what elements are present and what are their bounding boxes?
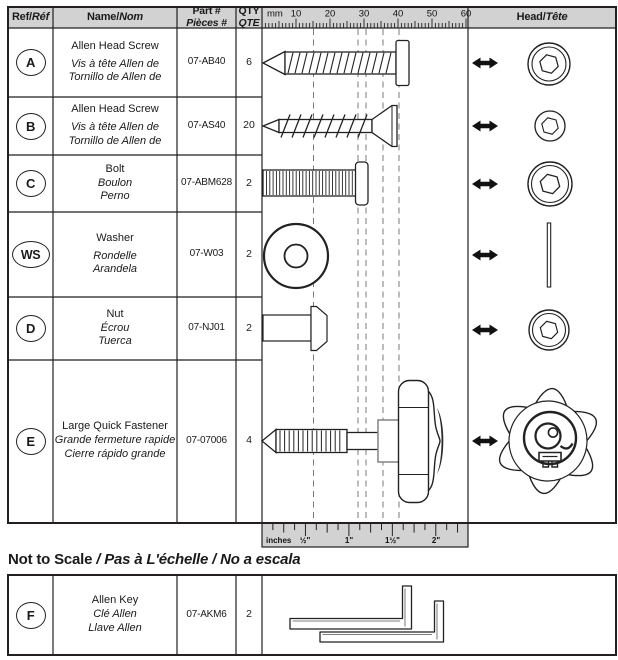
allen-socket-nut-icon (528, 309, 570, 351)
header-head: Head/Tête (516, 10, 568, 23)
allen-socket-button-head-icon (527, 161, 573, 207)
svg-text:20: 20 (325, 9, 336, 20)
row-a-part: 07-AB40 (187, 56, 226, 68)
allen-keys-drawing (289, 585, 445, 643)
inch-ruler: inches ½" 1" 1½" 2" (266, 523, 459, 545)
ref-badge-c: C (15, 170, 46, 197)
header-qty: QTY QTE (238, 5, 260, 29)
washer-ws-drawing (262, 222, 330, 290)
mm-unit-label: mm (267, 9, 283, 20)
header-band (8, 7, 616, 28)
washer-edge-view-icon (546, 222, 552, 288)
svg-text:½": ½" (300, 536, 311, 545)
mm-ruler: mm 10 20 30 40 50 60 (264, 9, 472, 28)
row-e-name: Large Quick Fastener Grande fermeture ra… (54, 420, 176, 460)
ref-badge-b: B (15, 112, 46, 140)
ref-badge-d: D (15, 315, 46, 342)
ref-badge-ws: WS (11, 241, 50, 268)
row-c-name: Bolt Boulon Perno (97, 162, 133, 203)
row-b-part: 07-AS40 (187, 119, 226, 131)
ref-badge-a: A (15, 49, 46, 76)
svg-text:50: 50 (427, 9, 438, 20)
size-arrows (472, 57, 498, 447)
row-ws-qty: 2 (246, 247, 252, 260)
row-ws-name: Washer Rondelle Arandela (92, 231, 138, 276)
svg-text:60: 60 (461, 9, 472, 20)
row-d-name: Nut Écrou Tuerca (98, 307, 132, 348)
not-to-scale-heading: Not to Scale / Pas à L'échelle / No a es… (8, 551, 301, 568)
svg-text:40: 40 (393, 9, 404, 20)
ref-badge-e: E (15, 427, 46, 455)
svg-text:10: 10 (291, 9, 302, 20)
svg-text:30: 30 (359, 9, 370, 20)
row-e-qty: 4 (246, 434, 252, 447)
table-grid (7, 6, 617, 656)
header-part: Part # Pièces # (186, 5, 227, 29)
large-quick-fastener-e-drawing (260, 379, 444, 504)
bolt-c-drawing (262, 161, 369, 206)
allen-socket-flat-head-icon (534, 110, 566, 142)
allen-head-screw-b-drawing (261, 104, 398, 148)
svg-text:2": 2" (432, 536, 440, 545)
ref-badge-f: F (15, 601, 46, 629)
row-e-part: 07-07006 (186, 434, 227, 446)
row-a-name: Allen Head Screw Vis à tête Allen de Tor… (68, 39, 162, 84)
inch-unit-label: inches (266, 536, 292, 545)
row-ws-part: 07-W03 (189, 248, 224, 260)
row-c-part: 07-ABM628 (180, 177, 232, 189)
row-f-part: 07-AKM6 (186, 608, 227, 620)
row-b-qty: 20 (243, 119, 255, 132)
row-f-name: Allen Key Clé Allen Llave Allen (88, 594, 142, 634)
star-knob-face-icon (499, 387, 597, 495)
svg-text:1½": 1½" (385, 536, 400, 545)
allen-socket-round-head-icon (527, 42, 571, 86)
row-a-qty: 6 (246, 55, 252, 68)
allen-head-screw-a-drawing (261, 39, 410, 87)
row-f-qty: 2 (246, 608, 252, 621)
row-c-qty: 2 (246, 176, 252, 189)
svg-text:1": 1" (345, 536, 353, 545)
row-b-name: Allen Head Screw Vis à tête Allen de Tor… (68, 103, 162, 147)
row-d-qty: 2 (246, 321, 252, 334)
row-d-part: 07-NJ01 (188, 322, 225, 334)
header-ref: Ref/Réf (11, 10, 50, 23)
nut-d-drawing (262, 305, 328, 352)
header-name: Name/Nom (87, 10, 143, 23)
